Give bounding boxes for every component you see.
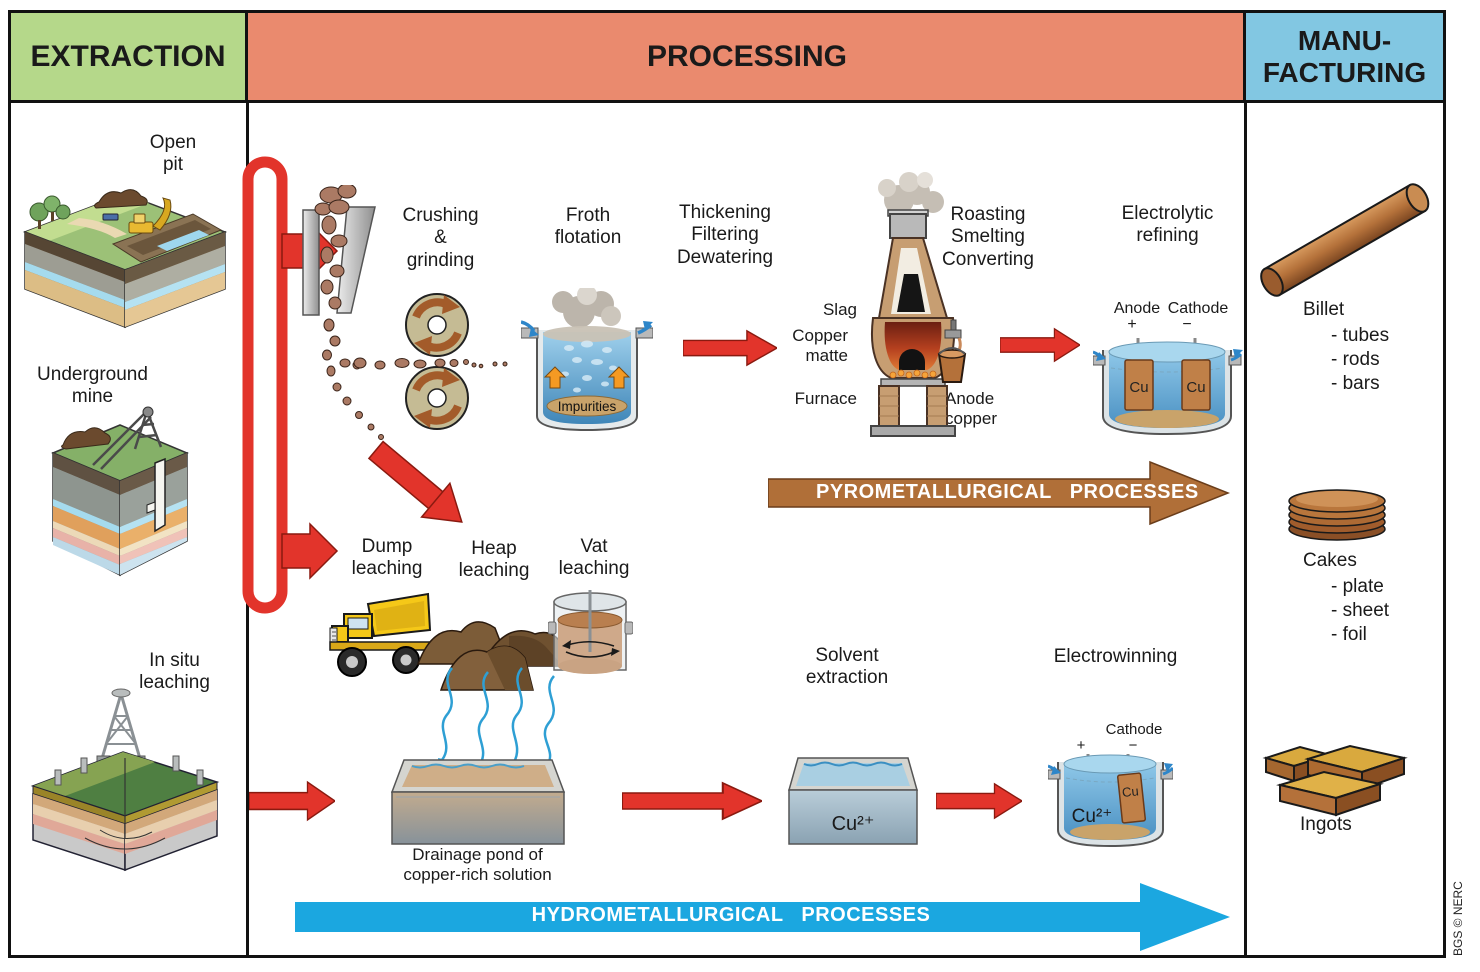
ore-rocks xyxy=(314,185,384,440)
crushing-grinding-label: Crushing & grinding xyxy=(402,205,479,271)
solvent-cu2-label: Cu²⁺ xyxy=(832,813,875,835)
wellheads xyxy=(54,755,204,786)
open-pit-label: Open pit xyxy=(149,132,197,176)
solvent-extraction-pond: Cu²⁺ xyxy=(788,757,918,845)
impurities-label: Impurities xyxy=(558,399,617,414)
dump-leaching-label: Dump leaching xyxy=(351,536,423,580)
header-processing: PROCESSING xyxy=(245,10,1249,103)
ew-cu-label: Cu xyxy=(1121,783,1139,800)
underground-mine-illustration xyxy=(51,406,189,577)
pyro-processes-label: PYROMETALLURGICAL PROCESSES xyxy=(816,481,1199,503)
header-manufacturing-label: MANU- FACTURING xyxy=(1262,25,1427,88)
cathode-plate xyxy=(1181,359,1211,411)
copper-matte-label: Copper matte xyxy=(792,326,848,366)
ew-cathode-plate: Cu xyxy=(1117,772,1147,824)
underground-mine-label: Underground mine xyxy=(37,364,148,408)
froth-flotation-label: Froth flotation xyxy=(554,205,622,249)
in-situ-label: In situ leaching xyxy=(139,650,210,694)
anode-copper-bucket xyxy=(937,347,967,383)
trees xyxy=(29,195,71,222)
anode-cu-label: Cu xyxy=(1129,379,1148,396)
vat-leaching-label: Vat leaching xyxy=(558,536,630,580)
brick-lines xyxy=(879,395,947,417)
header-manufacturing: MANU- FACTURING xyxy=(1243,10,1446,103)
crusher-illustration xyxy=(302,185,384,440)
hydrometallurgical-arrow xyxy=(295,883,1230,951)
header-processing-label: PROCESSING xyxy=(646,39,848,73)
credit-text: BGS © NERC xyxy=(1451,881,1465,956)
roasting-label: Roasting Smelting Converting xyxy=(942,204,1034,270)
billet-items: - tubes - rods - bars xyxy=(1331,325,1390,394)
cakes-illustration xyxy=(1288,489,1386,541)
billet-label: Billet xyxy=(1303,299,1345,320)
in-situ-illustration xyxy=(30,688,220,872)
arrow-flotation-to-smelting xyxy=(683,329,777,367)
electrowinning-tank: Cu Cu²⁺ xyxy=(1048,754,1173,848)
ingots-illustration xyxy=(1262,744,1408,817)
grinding-mills-illustration xyxy=(353,293,508,430)
froth-vapour xyxy=(552,288,621,328)
refining-plus-sign: + xyxy=(1127,316,1137,333)
billet-illustration xyxy=(1260,183,1430,297)
cakes-items: - plate - sheet - foil xyxy=(1331,576,1390,645)
solvent-extraction-label: Solvent extraction xyxy=(805,645,889,689)
ew-cathode-label: Cathode xyxy=(1105,721,1163,738)
thickening-label: Thickening Filtering Dewatering xyxy=(676,202,774,268)
truck-small xyxy=(102,213,119,221)
heap-leaching-label: Heap leaching xyxy=(458,538,530,582)
furnace-smoke xyxy=(878,172,944,215)
grinding-wheel-bottom xyxy=(405,366,469,430)
mine-shaft xyxy=(154,457,166,533)
ingots-label: Ingots xyxy=(1300,814,1352,835)
drainage-pond-label: Drainage pond of copper-rich solution xyxy=(403,845,552,885)
electrowinning-label: Electrowinning xyxy=(1053,646,1178,667)
arrow-solvent-to-electrowinning xyxy=(936,782,1022,820)
furnace-label: Furnace xyxy=(794,389,857,408)
electrolytic-refining-label: Electrolytic refining xyxy=(1121,203,1214,247)
ew-cu2-label: Cu²⁺ xyxy=(1072,806,1113,827)
hydro-processes-label: HYDROMETALLURGICAL PROCESSES xyxy=(531,904,931,926)
arrow-to-leaching xyxy=(367,440,463,523)
slag-label: Slag xyxy=(822,300,857,319)
excavator xyxy=(128,197,172,234)
cakes-label: Cakes xyxy=(1303,550,1357,571)
drill-derrick xyxy=(99,693,143,763)
ew-minus-sign: − xyxy=(1128,737,1138,754)
rising-arrows xyxy=(543,366,631,389)
arrow-insitu-to-pond xyxy=(249,780,335,822)
solution-flow-arrows xyxy=(84,829,166,850)
froth-flotation-tank: Impurities xyxy=(521,288,653,432)
grinding-wheel-top xyxy=(405,293,469,357)
divider-processing-manufacturing xyxy=(1244,100,1247,958)
arrow-pond-to-solvent xyxy=(622,781,762,821)
ore-flow-bracket-arrow xyxy=(242,156,339,614)
anode-plate xyxy=(1124,359,1154,411)
bubbles xyxy=(561,340,617,393)
ore-heaps-illustration xyxy=(416,621,564,691)
dump-truck-illustration xyxy=(329,592,432,677)
header-extraction-label: EXTRACTION xyxy=(30,39,226,73)
refining-minus-sign: − xyxy=(1182,316,1192,333)
vat-leaching-illustration xyxy=(548,590,633,674)
header-extraction: EXTRACTION xyxy=(8,10,248,103)
arrow-smelting-to-refining xyxy=(1000,327,1080,363)
hearth-flames xyxy=(889,369,937,379)
electrolytic-refining-tank: Cu Cu xyxy=(1093,338,1243,436)
drainage-pond-illustration xyxy=(390,759,566,845)
headframe xyxy=(92,410,163,470)
anode-copper-label: Anode copper xyxy=(945,389,997,429)
ew-plus-sign: + xyxy=(1076,737,1086,754)
refining-anode-label: Anode xyxy=(1113,300,1161,317)
open-pit-illustration xyxy=(22,189,228,329)
furnace-illustration xyxy=(870,172,967,437)
refining-cathode-label: Cathode xyxy=(1167,300,1229,317)
pyrometallurgical-arrow xyxy=(768,460,1231,526)
cathode-cu-label: Cu xyxy=(1186,379,1205,396)
ground-particles xyxy=(353,357,508,370)
